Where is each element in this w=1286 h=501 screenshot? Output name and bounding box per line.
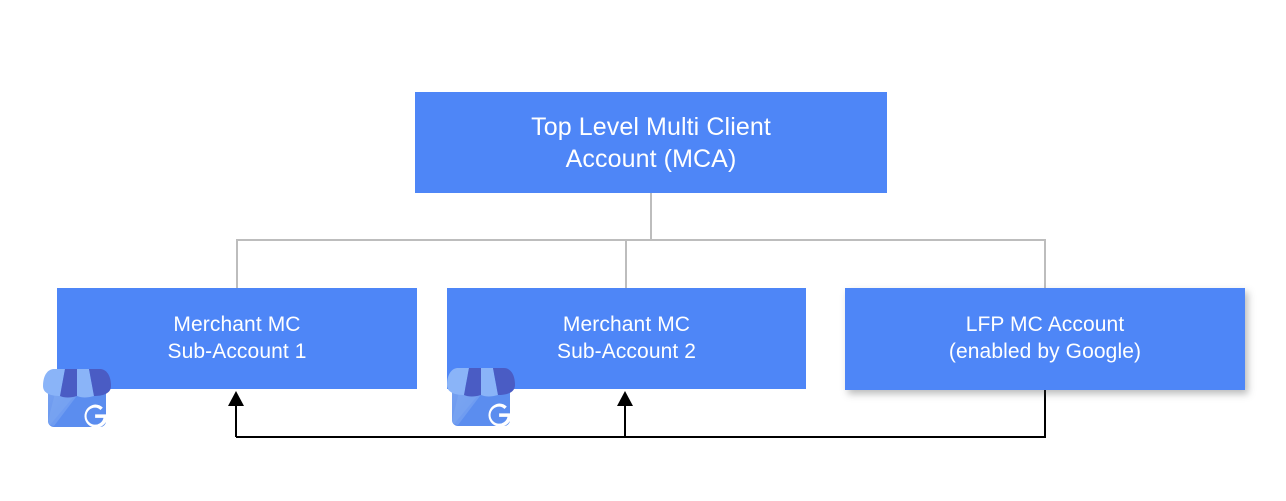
flowline-lfp-down xyxy=(1044,390,1046,437)
node-merchant-mc-sub-account-1-label: Merchant MC Sub-Account 1 xyxy=(167,312,307,363)
connector-drop-sub2 xyxy=(625,239,627,289)
node-merchant-mc-sub-account-1[interactable]: Merchant MC Sub-Account 1 xyxy=(57,288,417,389)
flowline-up-to-sub1 xyxy=(235,404,237,437)
arrowhead-to-sub2 xyxy=(617,391,633,406)
arrowhead-to-sub1 xyxy=(228,391,244,406)
google-my-business-storefront-icon xyxy=(447,368,515,427)
google-my-business-storefront-icon xyxy=(43,369,111,428)
connector-horizontal-bus xyxy=(236,239,1046,241)
node-merchant-mc-sub-account-2-label: Merchant MC Sub-Account 2 xyxy=(556,312,697,363)
node-top-level-mca-label: Top Level Multi Client Account (MCA) xyxy=(531,112,771,173)
node-top-level-mca[interactable]: Top Level Multi Client Account (MCA) xyxy=(415,92,887,193)
node-lfp-mc-account[interactable]: LFP MC Account (enabled by Google) xyxy=(845,288,1245,390)
node-lfp-mc-account-label: LFP MC Account (enabled by Google) xyxy=(948,313,1142,363)
flowline-bottom-bus xyxy=(236,436,1046,438)
connector-drop-lfp xyxy=(1044,239,1046,289)
connector-top-stem xyxy=(650,193,652,241)
connector-drop-sub1 xyxy=(236,239,238,289)
flowline-up-to-sub2 xyxy=(624,404,626,437)
